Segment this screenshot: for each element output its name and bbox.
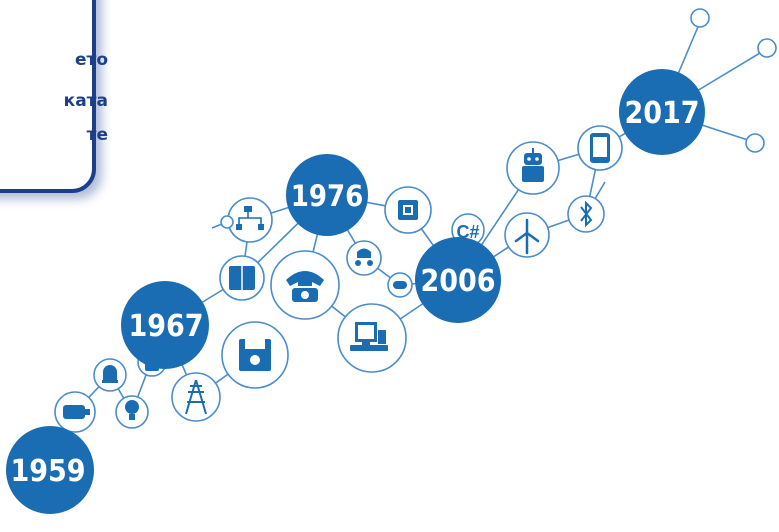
technology-icon-circles: C# [54, 8, 777, 433]
year-label: 1976 [291, 179, 364, 213]
year-label: 1967 [128, 309, 203, 344]
year-node [6, 426, 94, 514]
year-milestones: 1959 1967 1976 2006 2017 [6, 69, 705, 514]
callout-line-2: ката [63, 91, 108, 111]
year-node [121, 281, 209, 369]
power-pylon-icon [171, 372, 221, 422]
network-node-icon [220, 215, 234, 229]
year-label: 2006 [420, 264, 495, 299]
network-topology-icon [227, 197, 273, 243]
callout-box [0, 0, 96, 193]
year-node [286, 154, 368, 236]
future-node-icon [757, 38, 777, 58]
year-label: 2017 [624, 96, 699, 131]
year-label: 1959 [10, 454, 85, 489]
c-sharp-label: C# [456, 222, 479, 242]
future-node-icon [690, 8, 710, 28]
future-node-icon [745, 133, 765, 153]
callout-line-1: ето [74, 50, 108, 70]
year-node [619, 69, 705, 155]
callout-line-3: те [86, 125, 108, 145]
year-node [415, 237, 501, 323]
